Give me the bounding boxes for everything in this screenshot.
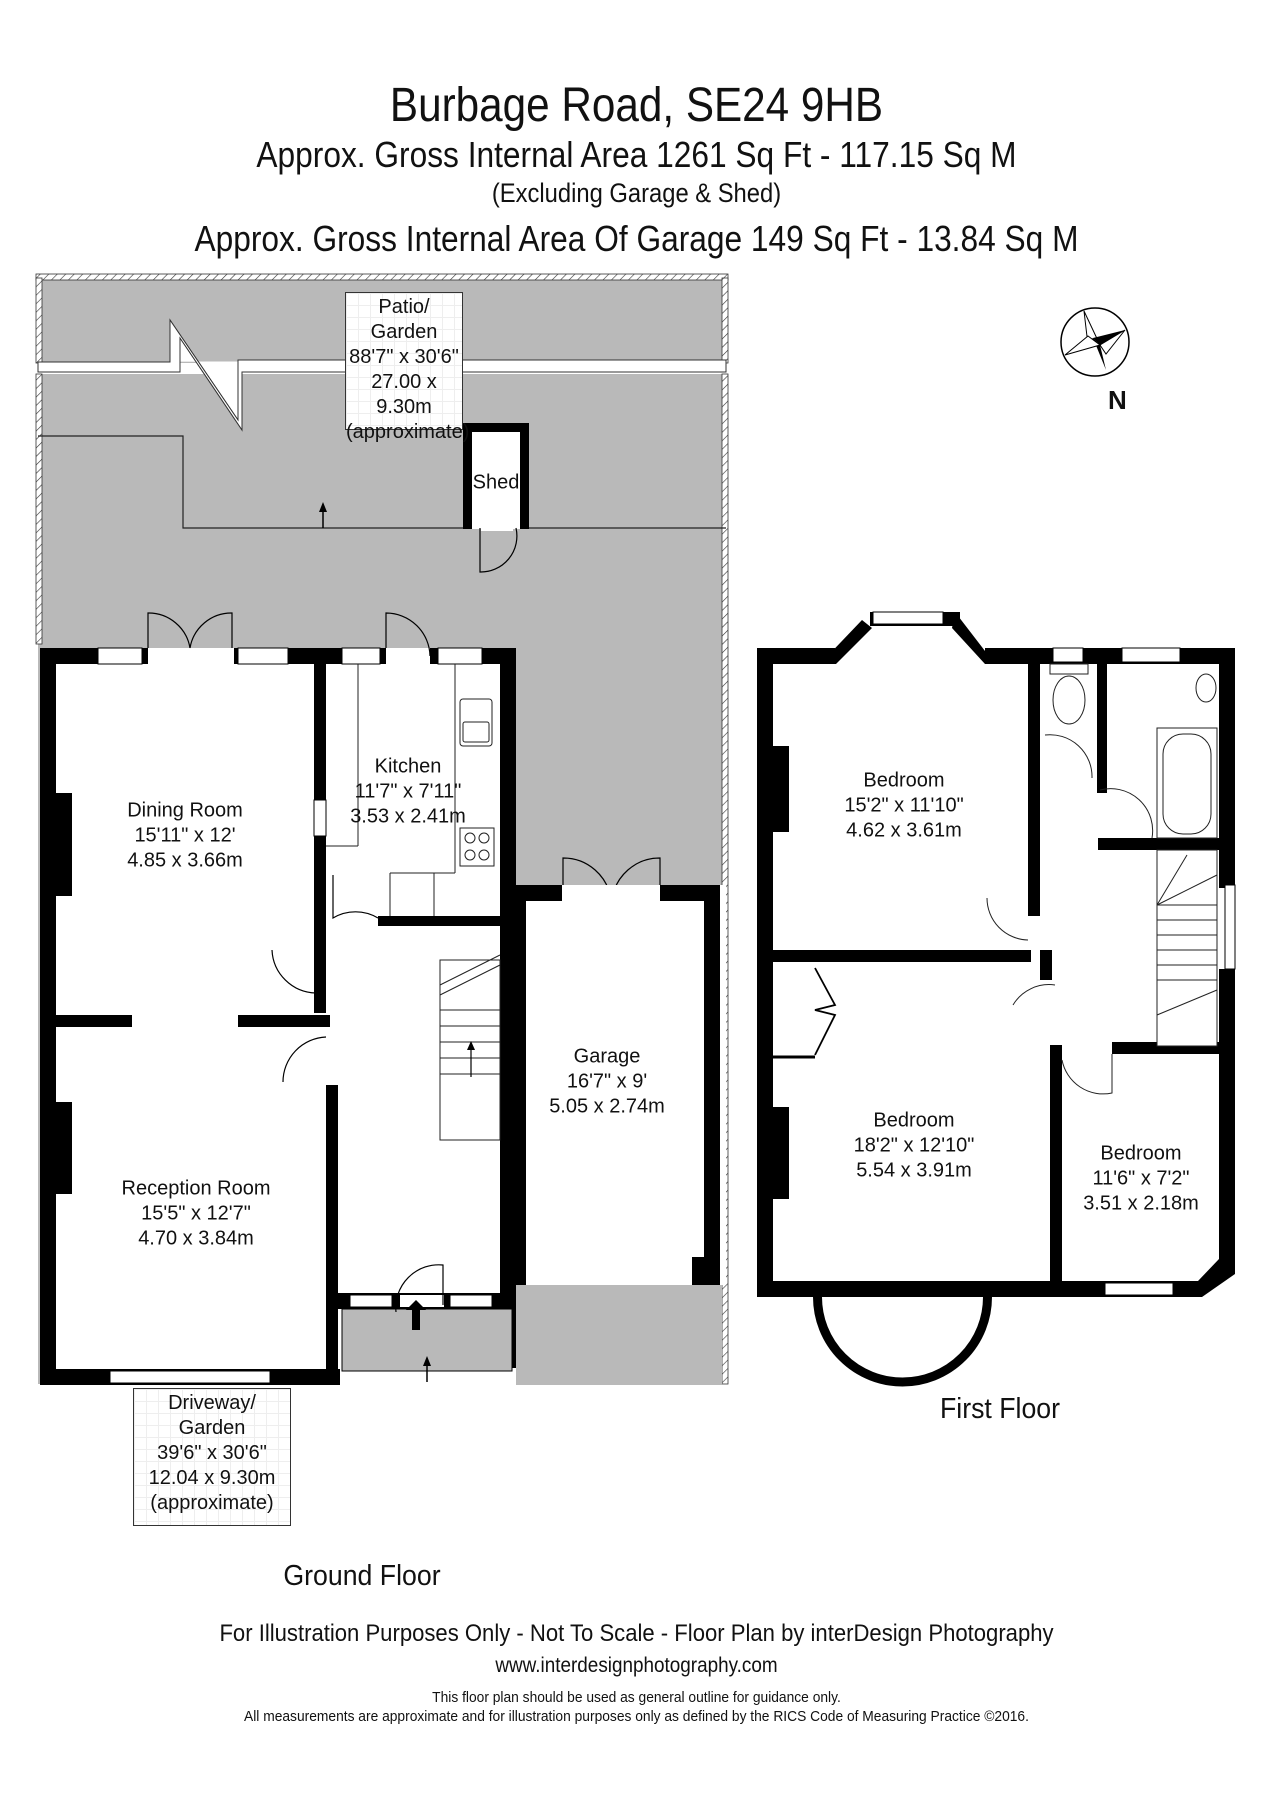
measurement-note: All measurements are approximate and for…	[244, 1708, 1029, 1725]
room-name: Reception Room	[121, 1177, 271, 1200]
room-name: Garage	[573, 1045, 641, 1068]
first-floor-fixtures	[773, 663, 1218, 1095]
driveway-name2: Garden	[178, 1417, 246, 1439]
website-link[interactable]: www.interdesignphotography.com	[495, 1654, 778, 1677]
dining-room-label: Dining Room 15'11" x 12' 4.85 x 3.66m	[127, 799, 243, 874]
room-name: Dining Room	[127, 799, 243, 822]
room-imperial: 15'5" x 12'7"	[141, 1202, 251, 1225]
room-imperial: 11'7" x 7'11"	[354, 780, 462, 803]
room-metric: 5.54 x 3.91m	[856, 1159, 972, 1182]
bedroom-3-label: Bedroom 11'6" x 7'2" 3.51 x 2.18m	[1083, 1142, 1199, 1217]
patio-garden-label: Patio/ Garden 88'7" x 30'6" 27.00 x 9.30…	[345, 292, 469, 443]
driveway-note: (approximate)	[150, 1492, 274, 1514]
kitchen-label: Kitchen 11'7" x 7'11" 3.53 x 2.41m	[350, 755, 466, 830]
shed-label: Shed	[473, 471, 520, 496]
garage-area: Approx. Gross Internal Area Of Garage 14…	[194, 218, 1079, 259]
driveway-garden-label: Driveway/ Garden 39'6" x 30'6" 12.04 x 9…	[133, 1388, 291, 1526]
room-imperial: 18'2" x 12'10"	[853, 1134, 975, 1157]
compass-rose-icon	[1060, 307, 1130, 377]
driveway-imperial: 39'6" x 30'6"	[157, 1442, 267, 1464]
room-metric: 3.53 x 2.41m	[350, 805, 466, 828]
room-name: Kitchen	[374, 755, 442, 778]
gross-area-note: (Excluding Garage & Shed)	[491, 178, 782, 208]
room-metric: 4.85 x 3.66m	[127, 849, 243, 872]
room-name: Bedroom	[1100, 1142, 1182, 1165]
reception-room-label: Reception Room 15'5" x 12'7" 4.70 x 3.84…	[122, 1177, 271, 1252]
bedroom-1-label: Bedroom 15'2" x 11'10" 4.62 x 3.61m	[844, 769, 963, 844]
room-metric: 5.05 x 2.74m	[549, 1095, 665, 1118]
room-name: Bedroom	[863, 769, 945, 792]
shed	[463, 423, 529, 573]
patio-note: (approximate)	[346, 421, 470, 443]
shed-name: Shed	[472, 471, 520, 494]
garage-label: Garage 16'7" x 9' 5.05 x 2.74m	[549, 1045, 665, 1120]
plan-title: Burbage Road, SE24 9HB	[389, 79, 884, 132]
ground-floor-stairs	[439, 954, 501, 1141]
room-metric: 4.70 x 3.84m	[138, 1227, 254, 1250]
room-metric: 4.62 x 3.61m	[846, 819, 962, 842]
kitchen-fixtures	[326, 664, 495, 916]
driveway-metric: 12.04 x 9.30m	[148, 1467, 276, 1489]
north-label: N	[1108, 385, 1127, 415]
driveway-name: Driveway/	[168, 1392, 256, 1414]
room-imperial: 15'2" x 11'10"	[844, 794, 964, 817]
room-imperial: 11'6" x 7'2"	[1092, 1167, 1190, 1190]
room-imperial: 16'7" x 9'	[566, 1070, 648, 1093]
patio-name2: Garden	[370, 321, 438, 343]
first-floor-title: First Floor	[939, 1393, 1061, 1425]
patio-metric: 27.00 x 9.30m	[371, 371, 437, 418]
room-imperial: 15'11" x 12'	[134, 824, 236, 847]
guidance-note: This floor plan should be used as genera…	[432, 1689, 841, 1706]
patio-name: Patio/	[378, 296, 430, 318]
room-metric: 3.51 x 2.18m	[1083, 1192, 1199, 1215]
ground-floor-title: Ground Floor	[283, 1560, 441, 1592]
room-name: Bedroom	[873, 1109, 955, 1132]
patio-imperial: 88'7" x 30'6"	[349, 346, 459, 368]
gross-internal-area: Approx. Gross Internal Area 1261 Sq Ft -…	[256, 134, 1017, 175]
bedroom-2-label: Bedroom 18'2" x 12'10" 5.54 x 3.91m	[854, 1109, 975, 1184]
garage-walls	[510, 885, 726, 1385]
illustration-disclaimer: For Illustration Purposes Only - Not To …	[219, 1620, 1054, 1647]
